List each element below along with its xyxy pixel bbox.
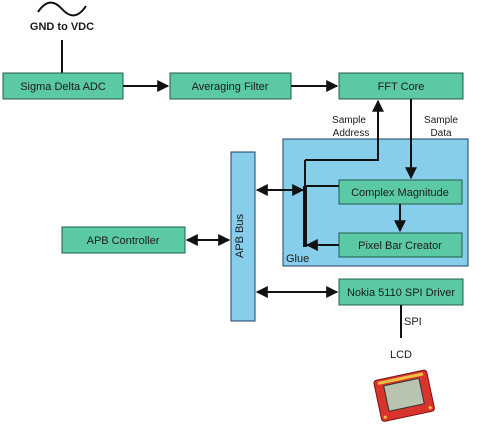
fft-core-block (338, 72, 464, 100)
spi-label: SPI (404, 316, 422, 328)
complex-magnitude-label: Complex Magnitude (351, 187, 449, 199)
apb-controller-block (61, 226, 186, 254)
fft-core-label: FFT Core (378, 81, 425, 93)
pixel-bar-creator-label: Pixel Bar Creator (358, 240, 442, 252)
lcd-board-icon (373, 369, 435, 422)
sample-address-label-2: Address (333, 128, 370, 139)
input-signal-label: GND to VDC (30, 21, 94, 33)
pixel-bar-creator-block (338, 232, 463, 258)
apb-controller-label: APB Controller (87, 235, 160, 247)
sample-data-label-1: Sample (424, 115, 458, 126)
sample-address-label-1: Sample (332, 115, 366, 126)
sample-address-arrow (305, 99, 384, 161)
glue-label: Glue (286, 253, 309, 265)
apb-bus-label: APB Bus (234, 213, 246, 258)
nokia-spi-driver-label: Nokia 5110 SPI Driver (347, 287, 455, 299)
sigma-delta-adc-label: Sigma Delta ADC (20, 81, 106, 93)
sine-wave-icon (37, 1, 87, 17)
averaging-filter-label: Averaging Filter (192, 81, 269, 93)
nokia-spi-driver-block (338, 278, 464, 306)
lcd-label: LCD (390, 349, 412, 361)
sample-data-label-2: Data (430, 128, 452, 139)
apb-bus (230, 151, 256, 322)
sigma-delta-adc-block (2, 72, 124, 100)
